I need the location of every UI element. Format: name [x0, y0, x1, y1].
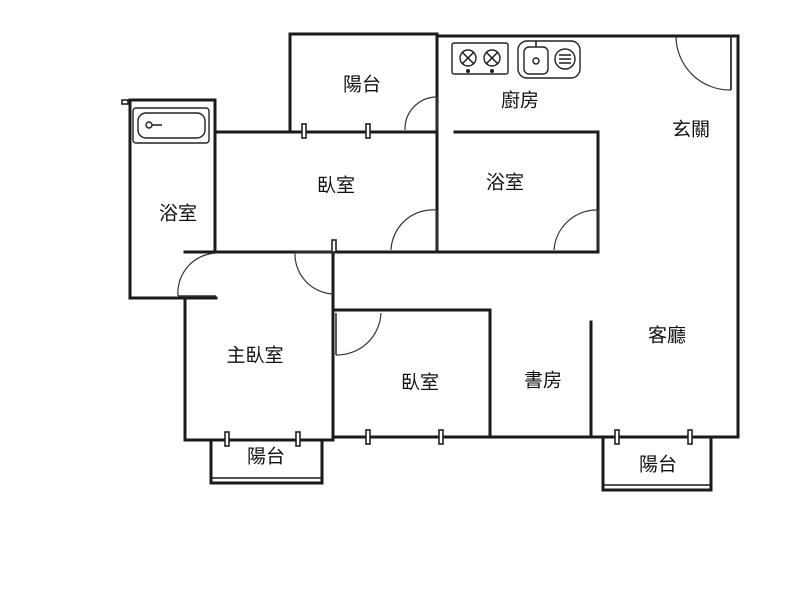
room-label-master-bedroom: 主臥室 — [226, 345, 283, 367]
window-marks — [121, 99, 693, 447]
balcony-bottom-left-structure — [209, 438, 324, 485]
doors — [177, 35, 732, 356]
door-bedroom-top — [390, 209, 438, 251]
stove-icon — [451, 42, 509, 75]
balcony-bottom-right-structure — [601, 435, 713, 492]
sink-icon — [517, 40, 581, 79]
door-entrance — [675, 35, 732, 91]
walls — [128, 32, 740, 442]
wall-kitchen-top — [435, 34, 740, 439]
door-bathroom-center — [553, 209, 599, 251]
door-balcony-top — [404, 96, 438, 131]
room-label-bathroom-left: 浴室 — [159, 203, 197, 225]
room-label-bedroom-bottom: 臥室 — [401, 372, 439, 394]
door-bedroom-bottom — [335, 312, 382, 356]
room-label-living-room: 客廳 — [648, 325, 686, 347]
room-label-bedroom-top: 臥室 — [317, 175, 355, 197]
room-label-study: 書房 — [524, 370, 562, 392]
wall-bathroom-center — [435, 130, 600, 254]
wall-bathroom-left — [128, 98, 218, 300]
room-label-balcony-bottom-right: 陽台 — [639, 454, 677, 476]
wall-master-bedroom — [183, 250, 335, 442]
wall-bedroom-bottom — [331, 308, 492, 439]
door-master-bedroom — [294, 251, 334, 295]
bathtub-icon — [132, 107, 210, 144]
room-label-entrance: 玄關 — [672, 119, 710, 141]
door-bathroom-left — [177, 252, 217, 297]
room-label-kitchen: 廚房 — [501, 89, 539, 112]
room-label-bathroom-center: 浴室 — [486, 172, 524, 194]
room-label-balcony-bottom-left: 陽台 — [247, 446, 285, 468]
wall-balcony-top — [288, 32, 439, 252]
room-label-balcony-top: 陽台 — [343, 74, 381, 96]
